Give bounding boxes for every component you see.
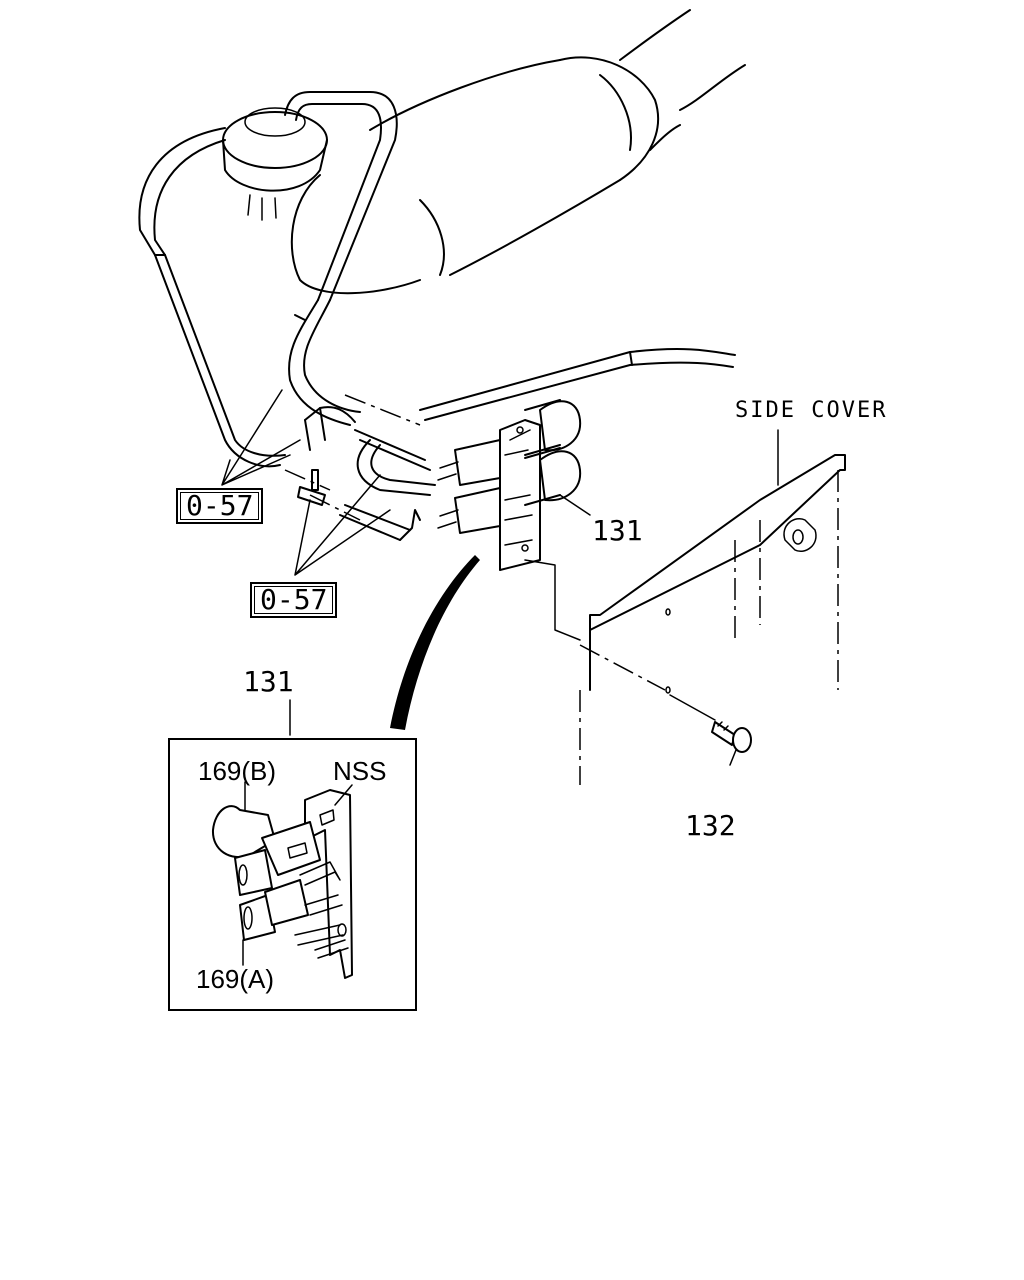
- vacuum-hoses: [138, 91, 736, 521]
- bolt-132: [711, 721, 752, 753]
- solenoid-valve-assembly: [437, 399, 582, 571]
- part-number-131-main: 131: [592, 514, 643, 547]
- side-cover-panel: [579, 454, 846, 785]
- part-number-169b: 169(B): [198, 756, 277, 786]
- nss-label: NSS: [333, 756, 387, 786]
- vacuum-actuator: [222, 91, 331, 221]
- part-number-131-detail: 131: [243, 665, 294, 698]
- detail-pointer-arrow: [390, 555, 480, 730]
- part-number-169a: 169(A): [196, 964, 275, 994]
- ref-callout-lower[interactable]: 0-57: [250, 582, 338, 618]
- detail-inset: [168, 738, 417, 1011]
- hose-connectors: [297, 406, 436, 541]
- ref-callout-upper[interactable]: 0-57: [176, 488, 264, 524]
- catalytic-converter: [290, 9, 746, 295]
- side-cover-label: SIDE COVER: [735, 398, 888, 423]
- part-number-132: 132: [685, 809, 736, 842]
